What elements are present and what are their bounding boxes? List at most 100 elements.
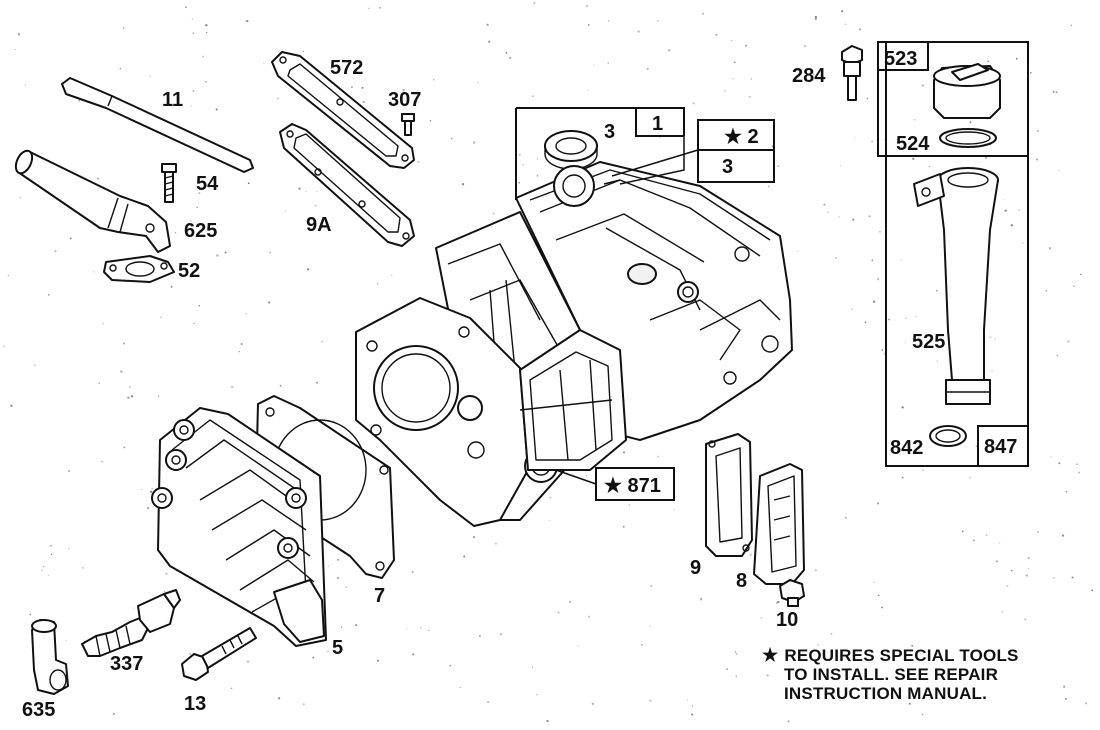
speckle-dot [928,165,930,168]
speckle-dot [700,598,703,601]
speckle-dot [1024,618,1027,621]
speckle-dot [900,259,902,261]
speckle-dot [623,451,625,454]
speckle-dot [994,338,996,340]
speckle-dot [586,4,589,7]
part-572-cover-plate [271,51,415,169]
speckle-dot [641,644,643,646]
speckle-dot [622,525,625,528]
speckle-dot [1037,531,1039,533]
part-number-labels: 11 572 307 54 625 52 9A 3 1 ★ 2 3 284 52… [22,48,1017,721]
speckle-dot [646,67,649,70]
speckle-dot [263,62,265,64]
speckle-dot [522,164,524,166]
speckle-dot [838,675,841,677]
speckle-dot [649,699,652,702]
speckle-dot [305,191,307,193]
speckle-dot [316,190,318,193]
speckle-dot [391,274,393,276]
speckle-dot [568,600,571,603]
speckle-dot [702,12,705,15]
label-11: 11 [162,89,183,111]
speckle-dot [170,285,173,288]
speckle-dot [433,78,435,81]
speckle-dot [881,606,884,609]
speckle-dot [1018,208,1020,211]
speckle-dot [1073,285,1075,287]
speckle-dot [314,204,317,207]
label-13: 13 [184,693,206,715]
speckle-dot [1030,71,1032,74]
label-3-seal: 3 [604,121,615,143]
speckle-dot [657,455,659,458]
speckle-dot [585,475,587,477]
speckle-dot [536,157,539,160]
speckle-dot [149,75,152,78]
speckle-dot [814,18,817,21]
speckle-dot [532,95,534,98]
speckle-dot [330,67,333,70]
speckle-dot [911,644,914,647]
speckle-dot [268,301,271,304]
speckle-dot [420,627,422,629]
speckle-dot [315,381,319,384]
speckle-dot [368,7,370,9]
crankcase-cylinder-block [355,161,793,527]
speckle-dot [417,160,420,164]
speckle-dot [202,55,204,58]
speckle-dot [230,385,234,389]
speckle-dot [984,156,988,159]
speckle-dot [587,89,589,91]
speckle-dot [1078,471,1081,474]
speckle-dot [745,44,748,47]
speckle-dot [827,211,829,214]
speckle-dot [279,384,282,387]
speckle-dot [921,84,924,87]
part-842-o-ring [929,425,967,447]
speckle-dot [247,182,250,185]
speckle-dot [787,720,790,723]
part-11-tube [61,77,254,173]
speckle-dot [246,19,249,23]
speckle-dot [1025,574,1028,577]
speckle-dot [750,78,752,80]
speckle-dot [29,613,32,616]
speckle-dot [449,664,452,667]
part-524-o-ring [939,128,997,148]
part-523-dipstick-cap [933,63,1001,119]
speckle-dot [141,488,143,490]
speckle-dot [327,565,329,568]
speckle-dot [814,15,818,19]
speckle-dot [123,446,126,449]
speckle-dot [546,719,549,723]
speckle-dot [41,569,43,571]
speckle-dot [1091,589,1094,592]
speckle-dot [841,10,844,13]
speckle-dot [190,220,192,222]
speckle-dot [54,250,57,253]
part-525-dipstick-tube [913,167,999,405]
speckle-dot [987,60,990,63]
speckle-dot [205,31,208,34]
speckle-dot [874,581,876,584]
speckle-dot [487,40,491,43]
speckle-dot [302,703,305,706]
speckle-dot [509,56,512,60]
speckle-dot [120,370,123,373]
speckle-dot [1006,585,1009,588]
speckle-dot [549,520,551,522]
part-10-screw [779,579,805,607]
speckle-dot [901,406,904,409]
speckle-dot [129,386,131,388]
callout-box-871 [555,467,675,501]
speckle-dot [777,165,779,167]
part-52-gasket [103,255,175,283]
label-9a: 9A [306,214,332,236]
star-icon: ★ [762,645,779,665]
speckle-dot [518,181,520,184]
speckle-dot [748,95,751,98]
speckle-dot [915,315,917,318]
speckle-dot [48,294,50,296]
speckle-dot [883,138,885,140]
speckle-dot [1076,463,1079,466]
